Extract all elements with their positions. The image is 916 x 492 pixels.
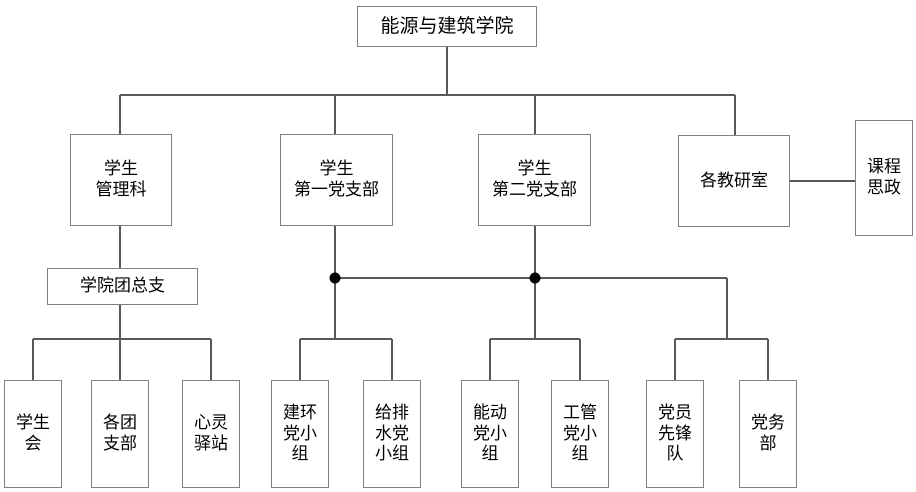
node-party-affairs[interactable]: 党务 部 <box>739 380 797 488</box>
node-teaching-rooms[interactable]: 各教研室 <box>678 135 790 227</box>
node-party-vanguard[interactable]: 党员 先锋 队 <box>646 380 704 488</box>
node-league-branches[interactable]: 各团 支部 <box>91 380 149 488</box>
node-youth-league[interactable]: 学院团总支 <box>47 268 198 305</box>
node-root[interactable]: 能源与建筑学院 <box>357 6 537 47</box>
node-jianhuan-group[interactable]: 建环 党小 组 <box>271 380 329 488</box>
node-heart-station[interactable]: 心灵 驿站 <box>182 380 240 488</box>
node-student-union[interactable]: 学生 会 <box>4 380 62 488</box>
node-nengdong-group[interactable]: 能动 党小 组 <box>461 380 519 488</box>
node-party-branch-1[interactable]: 学生 第一党支部 <box>280 134 393 226</box>
node-party-branch-2[interactable]: 学生 第二党支部 <box>478 134 591 226</box>
junction-dot-branch1 <box>329 272 341 284</box>
junction-dot-branch2 <box>529 272 541 284</box>
node-jipaishui-group[interactable]: 给排 水党 小组 <box>363 380 421 488</box>
node-curriculum-ideology[interactable]: 课程 思政 <box>855 120 913 236</box>
node-student-admin[interactable]: 学生 管理科 <box>70 134 172 226</box>
node-gongguan-group[interactable]: 工管 党小 组 <box>551 380 609 488</box>
